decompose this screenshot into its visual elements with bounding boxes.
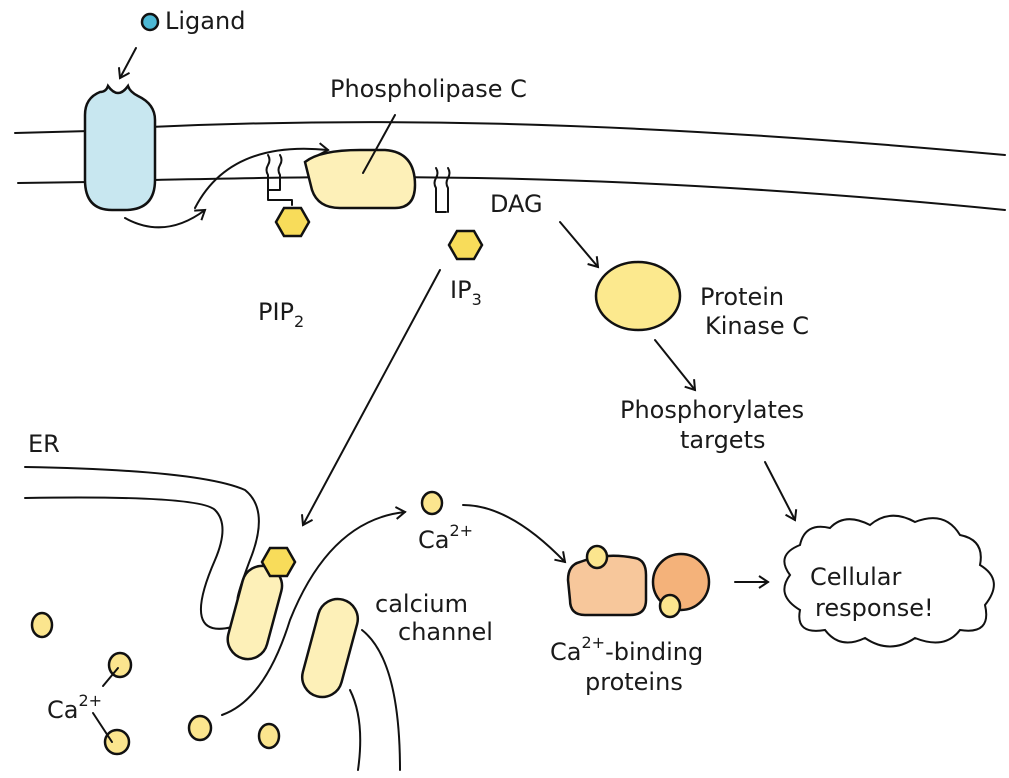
calcium-ion-icon <box>257 722 281 750</box>
calcium-ion-icon <box>187 714 213 742</box>
calcium-channel-label: calcium channel <box>375 590 493 646</box>
er-label: ER <box>28 430 60 458</box>
calcium-channel-right-icon <box>300 597 360 699</box>
phospholipase-c-icon <box>303 148 417 210</box>
targets-to-response-arrow <box>764 461 798 522</box>
dag-label: DAG <box>490 190 543 218</box>
calcium-ion-icon <box>420 490 444 516</box>
activation-arrow <box>124 208 207 229</box>
calcium-binding-protein-1-icon <box>566 554 648 617</box>
ligand-label: Ligand <box>165 7 245 35</box>
protein-kinase-c-icon <box>594 260 682 332</box>
bound-calcium-ion-icon <box>585 544 609 570</box>
calcium-ion-icon <box>103 728 131 756</box>
pkc-arrow <box>654 339 697 392</box>
activation-arrow-2 <box>194 142 330 209</box>
calcium-release-arrow <box>221 506 407 716</box>
phosphorylates-targets-label: Phosphorylates targets <box>620 396 812 454</box>
phospholipase-c-pointer <box>362 114 396 174</box>
ip3-to-channel-arrow <box>300 269 441 527</box>
ligand-arrow <box>117 47 137 80</box>
cellular-response-label: Cellular response! <box>810 563 934 622</box>
calcium-store-label: Ca2+ <box>47 691 102 724</box>
calcium-ion-label: Ca2+ <box>418 521 473 554</box>
calcium-to-binding-protein-arrow <box>462 504 567 564</box>
dag-to-pkc-arrow <box>559 221 600 269</box>
er-calcium-store: Ca2+ <box>30 611 281 756</box>
pip2-hexagon-icon <box>274 206 311 238</box>
calcium-ion-icon <box>30 611 54 639</box>
pip2-lipid-tails-icon <box>265 154 293 206</box>
calcium-binding-proteins-label: Ca2+-binding <box>550 633 703 666</box>
phospholipase-c-label: Phospholipase C <box>330 75 527 103</box>
ligand-icon <box>140 12 160 32</box>
ip3-bound-hexagon-icon <box>260 546 297 578</box>
ip3-label: IP3 <box>450 276 482 309</box>
pip2-label: PIP2 <box>258 298 304 331</box>
bound-calcium-ion-icon <box>658 593 682 619</box>
dag-lipid-tails-icon <box>433 167 451 213</box>
ip3-hexagon-icon <box>447 229 484 261</box>
receptor-icon <box>83 83 157 212</box>
protein-kinase-c-label: Protein Kinase C <box>700 283 809 340</box>
plasma-membrane <box>14 121 1006 211</box>
cellular-response-cloud-icon <box>783 514 995 648</box>
calcium-binding-proteins-label-2: proteins <box>585 668 683 696</box>
